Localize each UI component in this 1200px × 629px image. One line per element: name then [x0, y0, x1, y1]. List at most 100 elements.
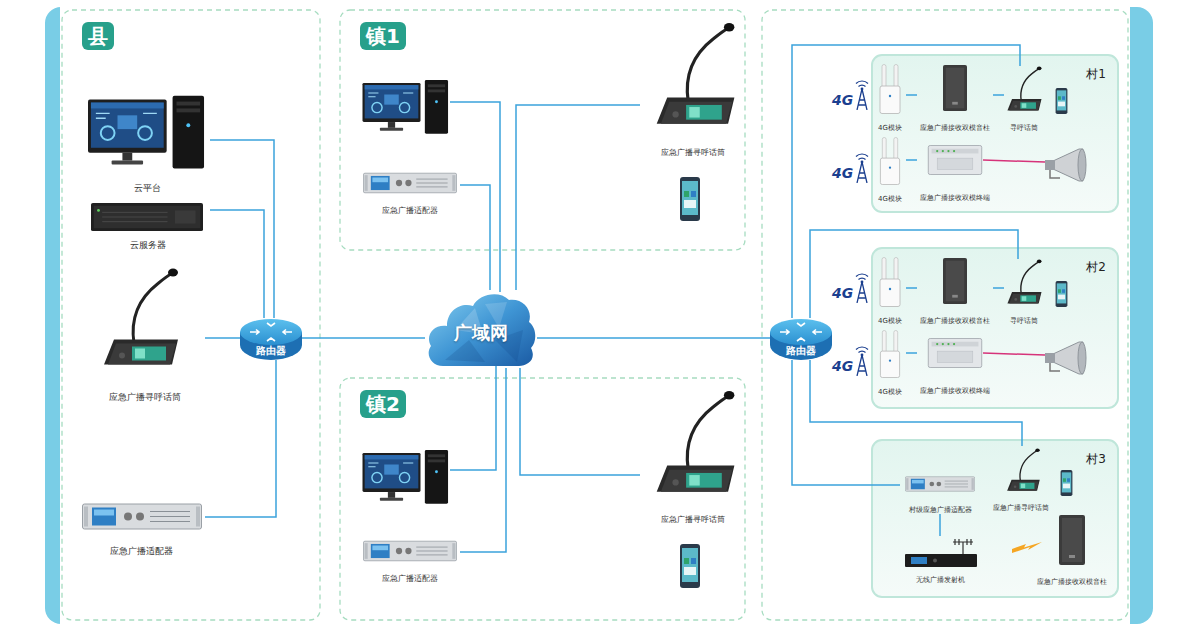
paging-microphone: 应急广播寻呼话筒: [640, 22, 745, 157]
region-outline: [340, 10, 745, 250]
frame-band: [45, 7, 1153, 624]
phone-icon: [680, 544, 700, 588]
router-icon: [240, 319, 302, 360]
connector: [537, 337, 770, 339]
connector: [993, 94, 1004, 96]
connector: [993, 287, 1004, 289]
caption: 云平台: [134, 183, 161, 193]
region-panel: 县云平台云服务器应急广播寻呼话筒应急广播适配器路由器: [62, 10, 320, 620]
caption: 4G模块: [878, 195, 902, 203]
caption: 应急广播接收双模终端: [920, 194, 990, 202]
caption: 应急广播适配器: [110, 546, 173, 556]
microphone-icon: [1007, 259, 1041, 303]
connector: [939, 514, 941, 536]
caption: 应急广播寻呼话筒: [993, 504, 1049, 512]
network-badge: 4G: [832, 93, 853, 107]
wireless-transmitter: 无线广播发射机: [900, 536, 980, 584]
module-4g: 4G模块: [874, 135, 906, 203]
region-panel: 镇2应急广播适配器应急广播寻呼话筒: [340, 378, 745, 620]
pc-icon: [88, 96, 204, 169]
caption: 云服务器: [130, 240, 166, 250]
module-icon: [880, 258, 900, 307]
adapter-icon: [363, 541, 456, 561]
connector: [460, 368, 506, 552]
receiver-terminal: 应急广播接收双模终端: [917, 140, 993, 202]
village-frame: [872, 440, 1118, 597]
caption: 寻呼话筒: [1010, 317, 1038, 325]
router: 路由器: [770, 318, 832, 360]
caption: 应急广播接收双模音柱: [920, 317, 990, 325]
connector: [906, 159, 917, 161]
caption: 应急广播接收双模音柱: [1037, 578, 1107, 586]
microphone-icon: [104, 269, 178, 365]
paging-microphone: 应急广播寻呼话筒: [640, 390, 745, 524]
speaker-wire: [983, 353, 1045, 355]
microphone-icon: [657, 391, 735, 492]
connector: [205, 360, 276, 517]
connector: [810, 230, 1018, 318]
phone-icon: [1061, 470, 1073, 496]
router-icon: [770, 319, 832, 360]
caption: 应急广播接收双模终端: [920, 387, 990, 395]
connector: [210, 210, 264, 318]
column-speaker: 应急广播接收双模音柱: [917, 62, 993, 132]
village-box: 村14G模块应急广播接收双模音柱寻呼话筒4G模块应急广播接收双模终端: [872, 55, 1118, 212]
region-outline: [340, 378, 745, 620]
wireless-bolt: [1012, 542, 1042, 553]
cloud-server: 云服务器: [85, 200, 210, 250]
pc-icon: [363, 80, 449, 134]
microphone-icon: [1007, 448, 1040, 490]
caption: 应急广播接收双模音柱: [920, 124, 990, 132]
connector: [906, 94, 917, 96]
connector: [906, 352, 917, 354]
connector: [792, 360, 900, 485]
connector: [460, 185, 490, 290]
cloud-icon: [429, 294, 536, 366]
caption: 4G模块: [878, 317, 902, 325]
tower-icon: [856, 274, 868, 303]
tower-icon: [856, 347, 868, 376]
connector: [906, 287, 917, 289]
broadcast-adapter: 应急广播适配器: [360, 537, 460, 583]
router: 路由器: [240, 318, 302, 360]
paging-microphone: 寻呼话筒: [1004, 66, 1044, 132]
village-box: 村3村级应急广播适配器应急广播寻呼话筒无线广播发射机应急广播接收双模音柱: [872, 440, 1118, 597]
connector: [520, 368, 640, 475]
pc-icon: [363, 450, 449, 504]
village-frame: [872, 55, 1118, 212]
module-icon: [880, 330, 899, 377]
broadcast-adapter: 应急广播适配器: [360, 170, 460, 215]
phone-icon: [1056, 88, 1068, 114]
village-frame: [872, 248, 1118, 408]
microphone-icon: [1007, 66, 1041, 110]
column-speaker: 应急广播接收双模音柱: [1034, 512, 1110, 586]
terminal-icon: [928, 145, 981, 174]
connector: [210, 140, 274, 318]
caption: 村级应急广播适配器: [909, 506, 972, 514]
horn-speaker-icon: [1045, 149, 1086, 181]
connector: [205, 337, 240, 339]
broadcast-adapter: 村级应急广播适配器: [900, 472, 980, 514]
speaker-wire: [983, 160, 1045, 162]
region-panel: 镇1应急广播适配器应急广播寻呼话筒: [340, 10, 745, 250]
caption: 应急广播适配器: [382, 574, 438, 583]
router-label: 路由器: [786, 345, 816, 357]
village-title: 村1: [1086, 68, 1106, 82]
network-wire: [450, 102, 500, 292]
horn-speaker-icon: [1045, 342, 1086, 374]
cloud-platform: 云平台: [85, 95, 210, 193]
village-title: 村2: [1086, 261, 1106, 275]
phone-icon: [1056, 281, 1068, 307]
tower-icon: [856, 81, 868, 110]
microphone-icon: [657, 23, 735, 124]
network-wire: [450, 366, 496, 470]
module-4g: 4G模块: [874, 62, 906, 132]
connector: [810, 360, 1022, 446]
region-outline: [762, 10, 1128, 620]
cloud-label: 广域网: [454, 323, 508, 344]
server-icon: [91, 203, 203, 231]
connector: [516, 105, 640, 290]
